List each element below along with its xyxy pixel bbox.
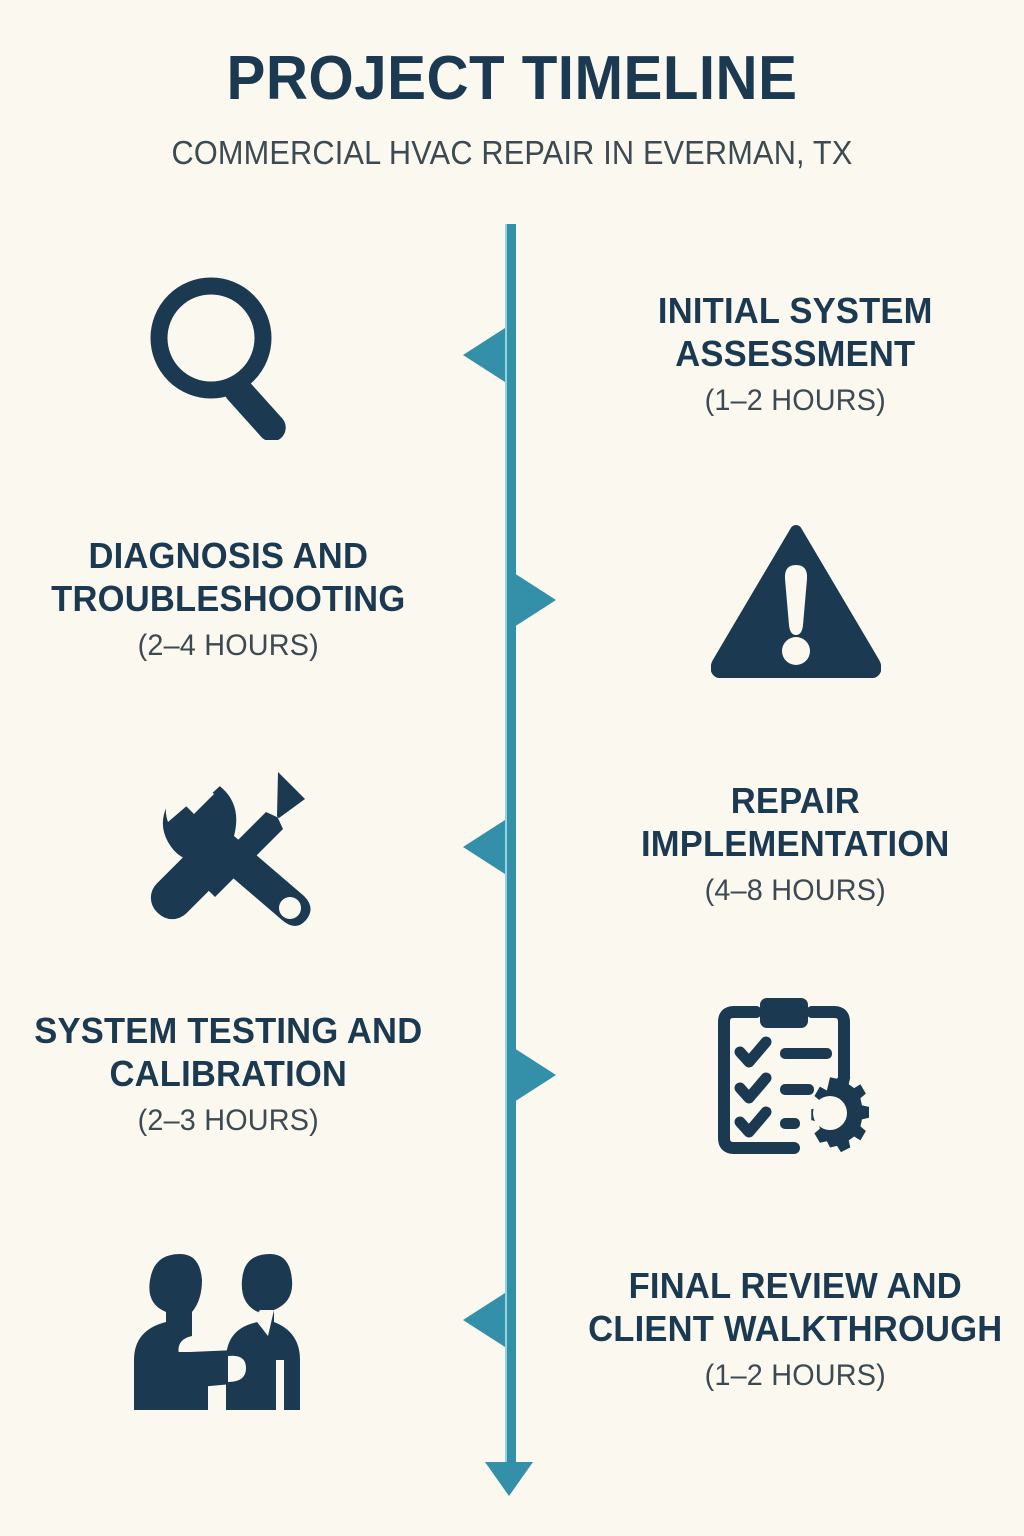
step-5-icon-cell <box>0 1230 457 1430</box>
timeline-step-2: DIAGNOSIS AND TROUBLESHOOTING (2–4 HOURS… <box>0 500 1024 700</box>
step-4-text-cell: SYSTEM TESTING AND CALIBRATION (2–3 HOUR… <box>0 1010 469 1139</box>
magnifier-icon <box>123 255 333 455</box>
step-4-block: SYSTEM TESTING AND CALIBRATION (2–3 HOUR… <box>0 1010 457 1139</box>
step-3-marker <box>463 820 505 874</box>
step-3-duration: (4–8 HOURS) <box>705 874 887 908</box>
step-4-marker <box>514 1048 556 1102</box>
timeline-step-3: REPAIR IMPLEMENTATION (4–8 HOURS) <box>0 745 1024 945</box>
step-3-label: REPAIR IMPLEMENTATION <box>641 780 950 865</box>
step-2-duration: (2–4 HOURS) <box>137 629 319 663</box>
timeline-spine <box>505 224 516 1480</box>
wrench-screwdriver-icon <box>123 745 333 945</box>
step-2-icon-cell <box>567 500 1024 700</box>
step-2-block: DIAGNOSIS AND TROUBLESHOOTING (2–4 HOURS… <box>0 535 457 664</box>
step-1-text-cell: INITIAL SYSTEM ASSESSMENT (1–2 HOURS) <box>555 290 1024 419</box>
warning-triangle-icon <box>691 500 901 700</box>
step-3-block: REPAIR IMPLEMENTATION (4–8 HOURS) <box>567 780 1024 909</box>
page-subtitle: COMMERCIAL HVAC REPAIR IN EVERMAN, TX <box>171 134 853 171</box>
page-title: PROJECT TIMELINE <box>226 44 798 113</box>
step-2-text-cell: DIAGNOSIS AND TROUBLESHOOTING (2–4 HOURS… <box>0 535 469 664</box>
step-1-marker <box>463 328 505 382</box>
handshake-icon <box>123 1230 333 1430</box>
step-1-label: INITIAL SYSTEM ASSESSMENT <box>658 290 934 375</box>
step-4-icon-cell <box>567 975 1024 1175</box>
step-4-duration: (2–3 HOURS) <box>137 1104 319 1138</box>
step-5-text-cell: FINAL REVIEW AND CLIENT WALKTHROUGH (1–2… <box>555 1265 1024 1394</box>
header: PROJECT TIMELINE COMMERCIAL HVAC REPAIR … <box>0 0 1024 171</box>
step-5-marker <box>463 1293 505 1347</box>
step-1-block: INITIAL SYSTEM ASSESSMENT (1–2 HOURS) <box>567 290 1024 419</box>
step-3-text-cell: REPAIR IMPLEMENTATION (4–8 HOURS) <box>555 780 1024 909</box>
clipboard-gear-icon <box>691 975 901 1175</box>
timeline-step-5: FINAL REVIEW AND CLIENT WALKTHROUGH (1–2… <box>0 1215 1024 1445</box>
timeline-step-1: INITIAL SYSTEM ASSESSMENT (1–2 HOURS) <box>0 250 1024 460</box>
step-5-block: FINAL REVIEW AND CLIENT WALKTHROUGH (1–2… <box>567 1265 1024 1394</box>
timeline-step-4: SYSTEM TESTING AND CALIBRATION (2–3 HOUR… <box>0 975 1024 1175</box>
step-1-duration: (1–2 HOURS) <box>705 384 887 418</box>
step-2-marker <box>514 573 556 627</box>
step-1-icon-cell <box>0 255 457 455</box>
step-2-label: DIAGNOSIS AND TROUBLESHOOTING <box>51 535 406 620</box>
timeline-end-arrow-icon <box>485 1462 533 1496</box>
step-5-duration: (1–2 HOURS) <box>705 1359 887 1393</box>
step-4-label: SYSTEM TESTING AND CALIBRATION <box>34 1010 423 1095</box>
step-3-icon-cell <box>0 745 457 945</box>
step-5-label: FINAL REVIEW AND CLIENT WALKTHROUGH <box>588 1265 1003 1350</box>
